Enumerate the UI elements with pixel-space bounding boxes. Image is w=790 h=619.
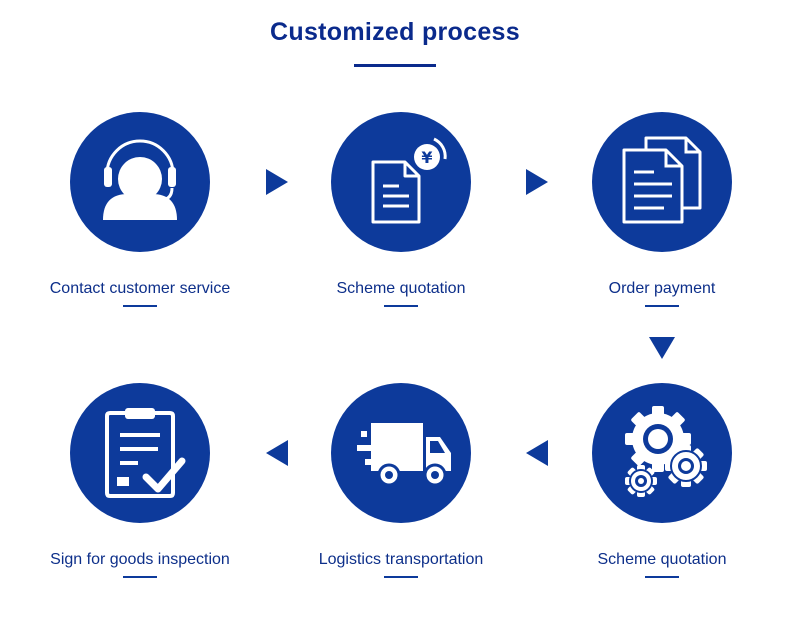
step-label: Scheme quotation bbox=[336, 280, 466, 297]
step-circle bbox=[331, 383, 471, 523]
customer-service-headset-icon bbox=[103, 139, 177, 220]
label-underline bbox=[123, 576, 157, 578]
flow-arrow-right bbox=[266, 169, 288, 195]
label-underline bbox=[645, 305, 679, 307]
flow-arrow-right bbox=[526, 169, 548, 195]
title-underline bbox=[354, 64, 436, 67]
step-label: Sign for goods inspection bbox=[50, 551, 230, 568]
documents-icon bbox=[622, 136, 702, 224]
label-underline bbox=[645, 576, 679, 578]
flow-arrow-left bbox=[266, 440, 288, 466]
step-label: Logistics transportation bbox=[318, 551, 484, 568]
step-circle bbox=[592, 383, 732, 523]
label-underline bbox=[384, 305, 418, 307]
page-title: Customized process bbox=[270, 18, 520, 46]
step-circle bbox=[70, 112, 210, 252]
label-underline bbox=[384, 576, 418, 578]
flow-arrow-down bbox=[649, 337, 675, 359]
gears-icon bbox=[625, 406, 707, 497]
step-circle: ¥ bbox=[331, 112, 471, 252]
quotation-document-yen-icon: ¥ bbox=[371, 137, 447, 224]
step-label: Contact customer service bbox=[49, 280, 231, 297]
label-underline bbox=[123, 305, 157, 307]
step-circle bbox=[70, 383, 210, 523]
svg-text:¥: ¥ bbox=[421, 148, 432, 167]
step-label: Order payment bbox=[608, 280, 716, 297]
checklist-clipboard-icon bbox=[105, 408, 186, 498]
flow-arrow-left bbox=[526, 440, 548, 466]
delivery-truck-icon bbox=[357, 423, 451, 487]
step-circle bbox=[592, 112, 732, 252]
step-label: Scheme quotation bbox=[597, 551, 727, 568]
